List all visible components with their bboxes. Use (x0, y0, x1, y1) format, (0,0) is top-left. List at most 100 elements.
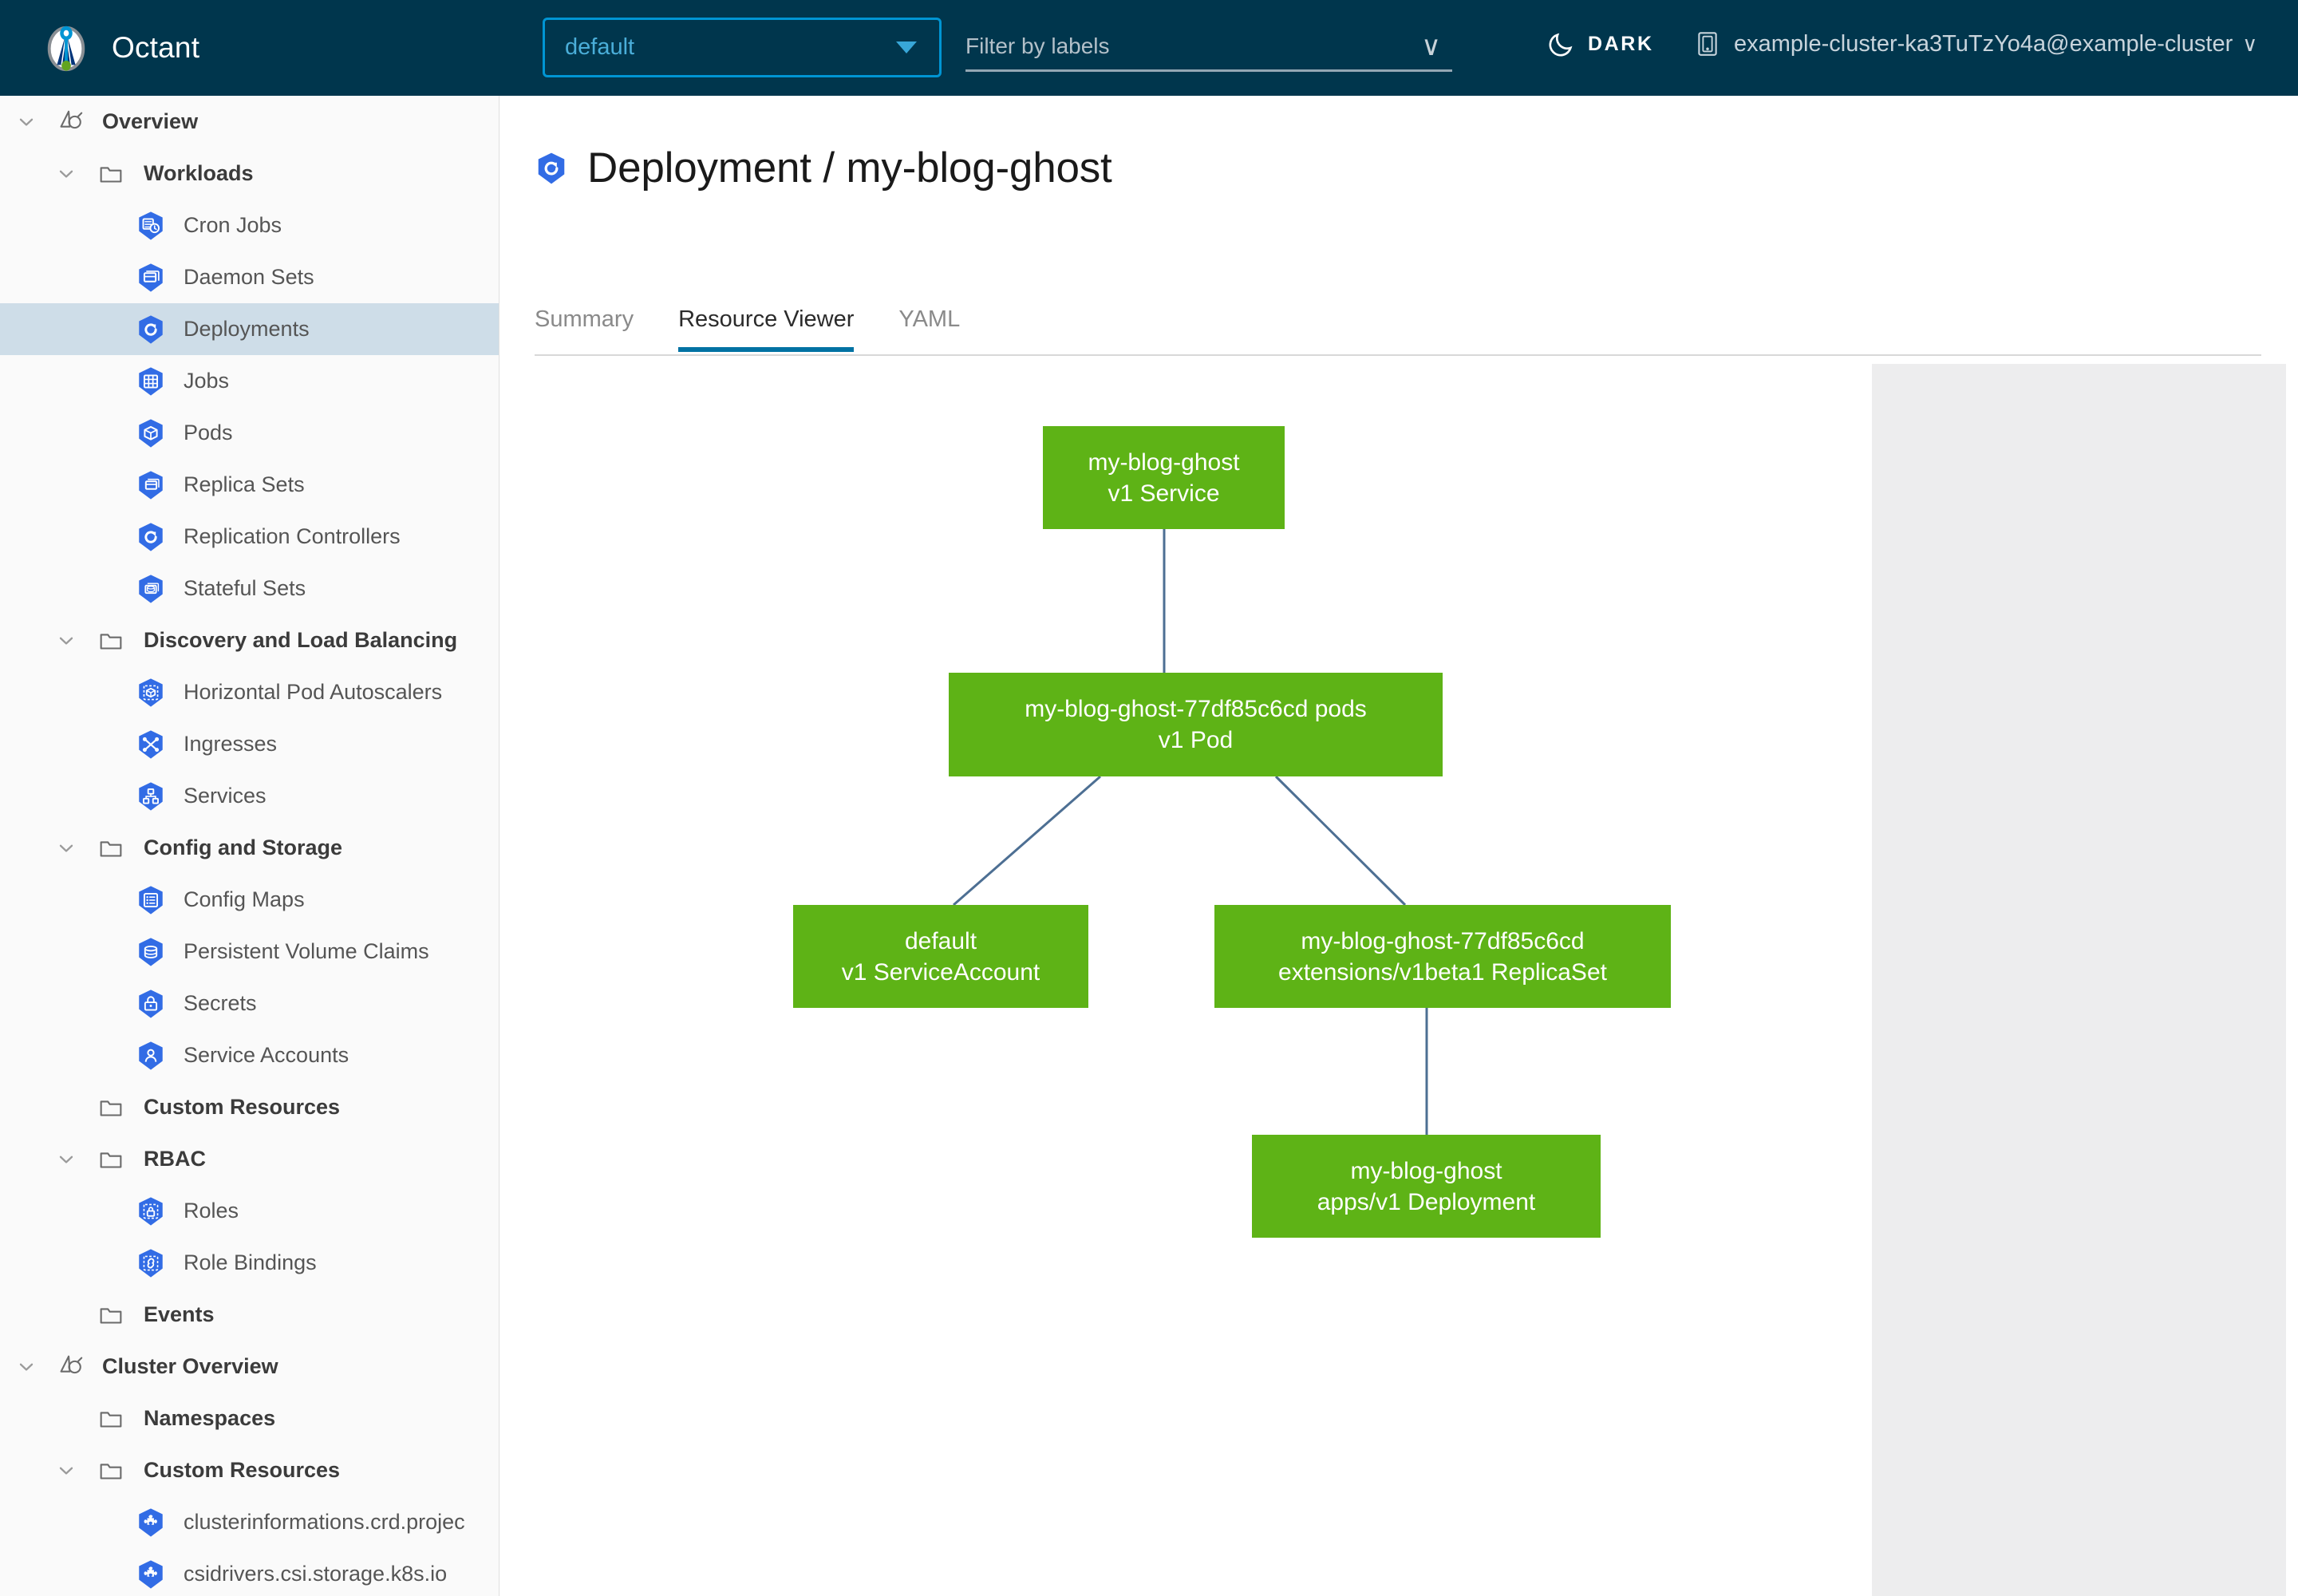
jobs-icon (136, 366, 166, 397)
sidebar-item-replica-sets[interactable]: Replica Sets (0, 459, 499, 511)
chevron-down-icon[interactable] (14, 1355, 38, 1379)
tab-bar[interactable]: Summary Resource Viewer YAML (535, 306, 2261, 356)
sidebar-item-label: Workloads (144, 161, 254, 185)
sidebar-item-label: Config Maps (184, 887, 305, 911)
sidebar-item-custom-resources[interactable]: Custom Resources (0, 1081, 499, 1133)
sidebar-item-persistent-volume-claims[interactable]: Persistent Volume Claims (0, 926, 499, 978)
sidebar-item-jobs[interactable]: Jobs (0, 355, 499, 407)
chevron-down-icon[interactable] (54, 1459, 78, 1483)
sidebar-item-label: clusterinformations.crd.projec (184, 1510, 465, 1534)
sidebar-item-config-maps[interactable]: Config Maps (0, 874, 499, 926)
sidebar-item-services[interactable]: Services (0, 770, 499, 822)
sidebar-item-label: Service Accounts (184, 1043, 349, 1067)
graph-node-line: my-blog-ghost (1088, 448, 1240, 476)
sidebar-item-role-bindings[interactable]: Role Bindings (0, 1237, 499, 1289)
sidebar-item-label: Ingresses (184, 732, 278, 756)
sidebar-item-discovery-and-load-balancing[interactable]: Discovery and Load Balancing (0, 614, 499, 666)
sidebar-item-label: Role Bindings (184, 1250, 317, 1274)
graph-node-line: v1 Service (1108, 480, 1220, 507)
dark-mode-toggle[interactable]: DARK (1548, 30, 1654, 57)
sidebar-item-deployments[interactable]: Deployments (0, 303, 499, 355)
folder-icon (96, 1456, 126, 1486)
sidebar-item-ingresses[interactable]: Ingresses (0, 718, 499, 770)
dark-mode-label: DARK (1588, 32, 1654, 55)
kubeconfig-icon (1696, 30, 1720, 57)
brand: Octant (41, 23, 199, 73)
sidebar-item-label: Discovery and Load Balancing (144, 628, 458, 652)
sidebar-item-events[interactable]: Events (0, 1289, 499, 1341)
chevron-down-icon[interactable] (54, 836, 78, 860)
cluster-select[interactable]: example-cluster-ka3TuTzYo4a@example-clus… (1696, 30, 2257, 57)
pods-icon (136, 418, 166, 448)
resource-detail-panel (1872, 364, 2286, 1596)
main-content: Deployment / my-blog-ghost Summary Resour… (499, 96, 2298, 1596)
graph-node-line: my-blog-ghost-77df85c6cd (1301, 927, 1585, 954)
sidebar-item-label: Overview (102, 109, 199, 133)
sidebar-item-replication-controllers[interactable]: Replication Controllers (0, 511, 499, 563)
sidebar-item-roles[interactable]: Roles (0, 1185, 499, 1237)
folder-icon (96, 1144, 126, 1175)
sidebar-item-clusterinformations-crd-projec[interactable]: clusterinformations.crd.projec (0, 1496, 499, 1548)
sidebar-item-label: Namespaces (144, 1406, 276, 1430)
daemon-sets-icon (136, 263, 166, 293)
deployments-icon (535, 152, 568, 185)
sidebar-item-service-accounts[interactable]: Service Accounts (0, 1029, 499, 1081)
folder-icon (96, 1404, 126, 1434)
brand-name: Octant (112, 31, 200, 64)
graph-edge-pod-to-replicaset (1274, 775, 1407, 907)
sidebar-item-daemon-sets[interactable]: Daemon Sets (0, 251, 499, 303)
sidebar-item-pods[interactable]: Pods (0, 407, 499, 459)
sidebar-item-label: Horizontal Pod Autoscalers (184, 680, 443, 704)
chevron-down-icon[interactable] (54, 629, 78, 653)
graph-node-line: default (904, 927, 977, 954)
sidebar-item-label: Services (184, 784, 267, 808)
chevron-down-icon[interactable]: ∨ (1421, 30, 1441, 61)
sidebar-item-label: Persistent Volume Claims (184, 939, 429, 963)
sidebar-item-horizontal-pod-autoscalers[interactable]: Horizontal Pod Autoscalers (0, 666, 499, 718)
caret-down-icon (896, 41, 917, 53)
resource-viewer-canvas[interactable]: my-blog-ghost v1 Service my-blog-ghost-77d… (514, 364, 2298, 1596)
sidebar-item-namespaces[interactable]: Namespaces (0, 1393, 499, 1444)
namespace-select[interactable]: default (543, 18, 942, 77)
folder-icon (96, 1092, 126, 1123)
sidebar-item-cluster-overview[interactable]: Cluster Overview (0, 1341, 499, 1393)
role-bindings-icon (136, 1248, 166, 1278)
graph-node-line: my-blog-ghost (1350, 1157, 1502, 1184)
sidebar-item-label: Jobs (184, 369, 230, 393)
sidebar-item-cron-jobs[interactable]: Cron Jobs (0, 200, 499, 251)
sidebar-item-label: Cluster Overview (102, 1354, 278, 1378)
pvc-icon (136, 937, 166, 967)
sidebar-item-custom-resources[interactable]: Custom Resources (0, 1444, 499, 1496)
chevron-down-icon[interactable] (54, 1148, 78, 1171)
chevron-down-icon[interactable] (14, 110, 38, 134)
sidebar-item-secrets[interactable]: Secrets (0, 978, 499, 1029)
tab-resource-viewer[interactable]: Resource Viewer (678, 306, 855, 352)
services-icon (136, 781, 166, 812)
sidebar-item-rbac[interactable]: RBAC (0, 1133, 499, 1185)
octant-logo-icon (41, 23, 91, 73)
graph-node-service[interactable]: my-blog-ghost v1 Service (1043, 426, 1285, 529)
page-title-row: Deployment / my-blog-ghost (535, 144, 1112, 192)
sidebar-item-csidrivers-csi-storage-k8s-io[interactable]: csidrivers.csi.storage.k8s.io (0, 1548, 499, 1596)
chevron-down-icon[interactable] (54, 162, 78, 186)
sidebar-item-label: Deployments (184, 317, 310, 341)
service-accounts-icon (136, 1041, 166, 1071)
tab-summary[interactable]: Summary (535, 306, 634, 332)
sidebar-item-stateful-sets[interactable]: Stateful Sets (0, 563, 499, 614)
label-filter-input[interactable]: Filter by labels ∨ (965, 22, 1452, 72)
ingresses-icon (136, 729, 166, 760)
hpa-icon (136, 678, 166, 708)
tab-yaml[interactable]: YAML (898, 306, 961, 332)
sidebar-item-overview[interactable]: Overview (0, 96, 499, 148)
sidebar-item-label: Stateful Sets (184, 576, 306, 600)
folder-icon (96, 1300, 126, 1330)
page-title: Deployment / my-blog-ghost (587, 144, 1112, 192)
sidebar-item-config-and-storage[interactable]: Config and Storage (0, 822, 499, 874)
sidebar-item-workloads[interactable]: Workloads (0, 148, 499, 200)
config-maps-icon (136, 885, 166, 915)
